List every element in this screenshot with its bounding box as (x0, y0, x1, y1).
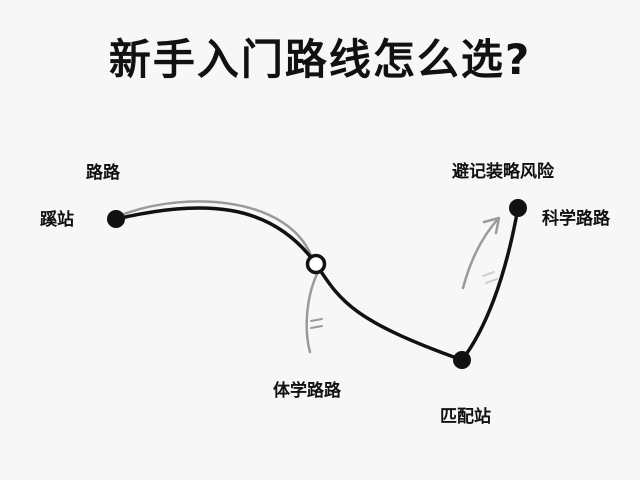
guide-ticks-left (310, 318, 323, 329)
label-bottom: 匹配站 (440, 407, 491, 427)
bottom-node (453, 351, 471, 369)
guide-arrow-shaft (461, 218, 499, 290)
label-top-right-lower: 科学路路 (542, 209, 610, 229)
label-top-right-upper: 避记装略风险 (452, 162, 554, 182)
page-title: 新手入门路线怎么选? (108, 35, 532, 84)
guide-arc-lower (305, 270, 320, 354)
label-middle: 体学路路 (273, 381, 341, 401)
guide-arrow-head-icon (482, 216, 501, 235)
end-node (509, 199, 527, 217)
start-node (107, 210, 125, 228)
route-line (114, 206, 520, 362)
label-top-left-lower: 蹊站 (40, 210, 74, 230)
middle-node (305, 253, 327, 275)
label-top-left-upper: 路路 (86, 163, 120, 183)
guide-arc-upper (122, 200, 314, 260)
guide-ticks-right (482, 271, 498, 284)
